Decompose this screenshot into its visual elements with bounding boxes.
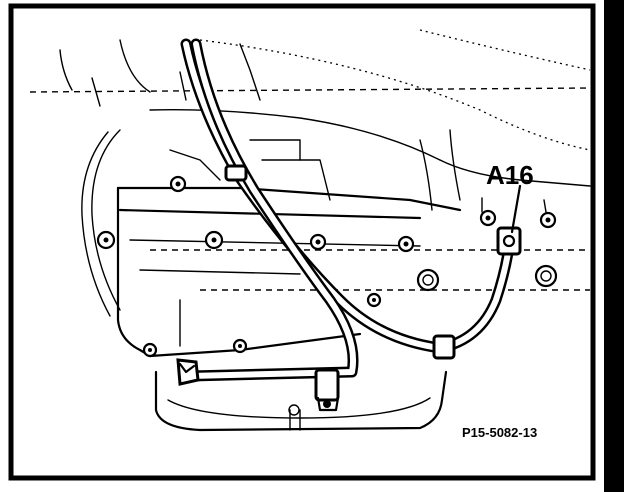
clamp [224,164,248,182]
oil-pan [154,370,448,432]
cooler-line-lower [184,38,359,382]
bolt [397,235,415,253]
valve-body [116,186,462,358]
bolt [96,230,116,250]
bolt [169,175,187,193]
bolt [204,230,224,250]
clamp [432,334,456,360]
clamp [314,368,340,402]
callout-a16: A16 [481,160,547,234]
bolt [366,292,382,308]
cooler-line-upper [180,38,516,354]
bolt [232,338,248,354]
figure-code: P15-5082-13 [462,425,537,440]
figure-frame [8,3,596,481]
bolt-group [96,175,557,358]
bolt [309,233,327,251]
bolt [142,342,158,358]
right-edge-bar [604,0,624,492]
port-fittings [288,264,558,416]
line-fitting-a16 [496,226,522,256]
callout-label: A16 [486,160,534,190]
line-clamps [224,164,456,412]
bolt [539,211,557,229]
line-fitting-lower [176,358,200,386]
bolt [479,209,497,227]
